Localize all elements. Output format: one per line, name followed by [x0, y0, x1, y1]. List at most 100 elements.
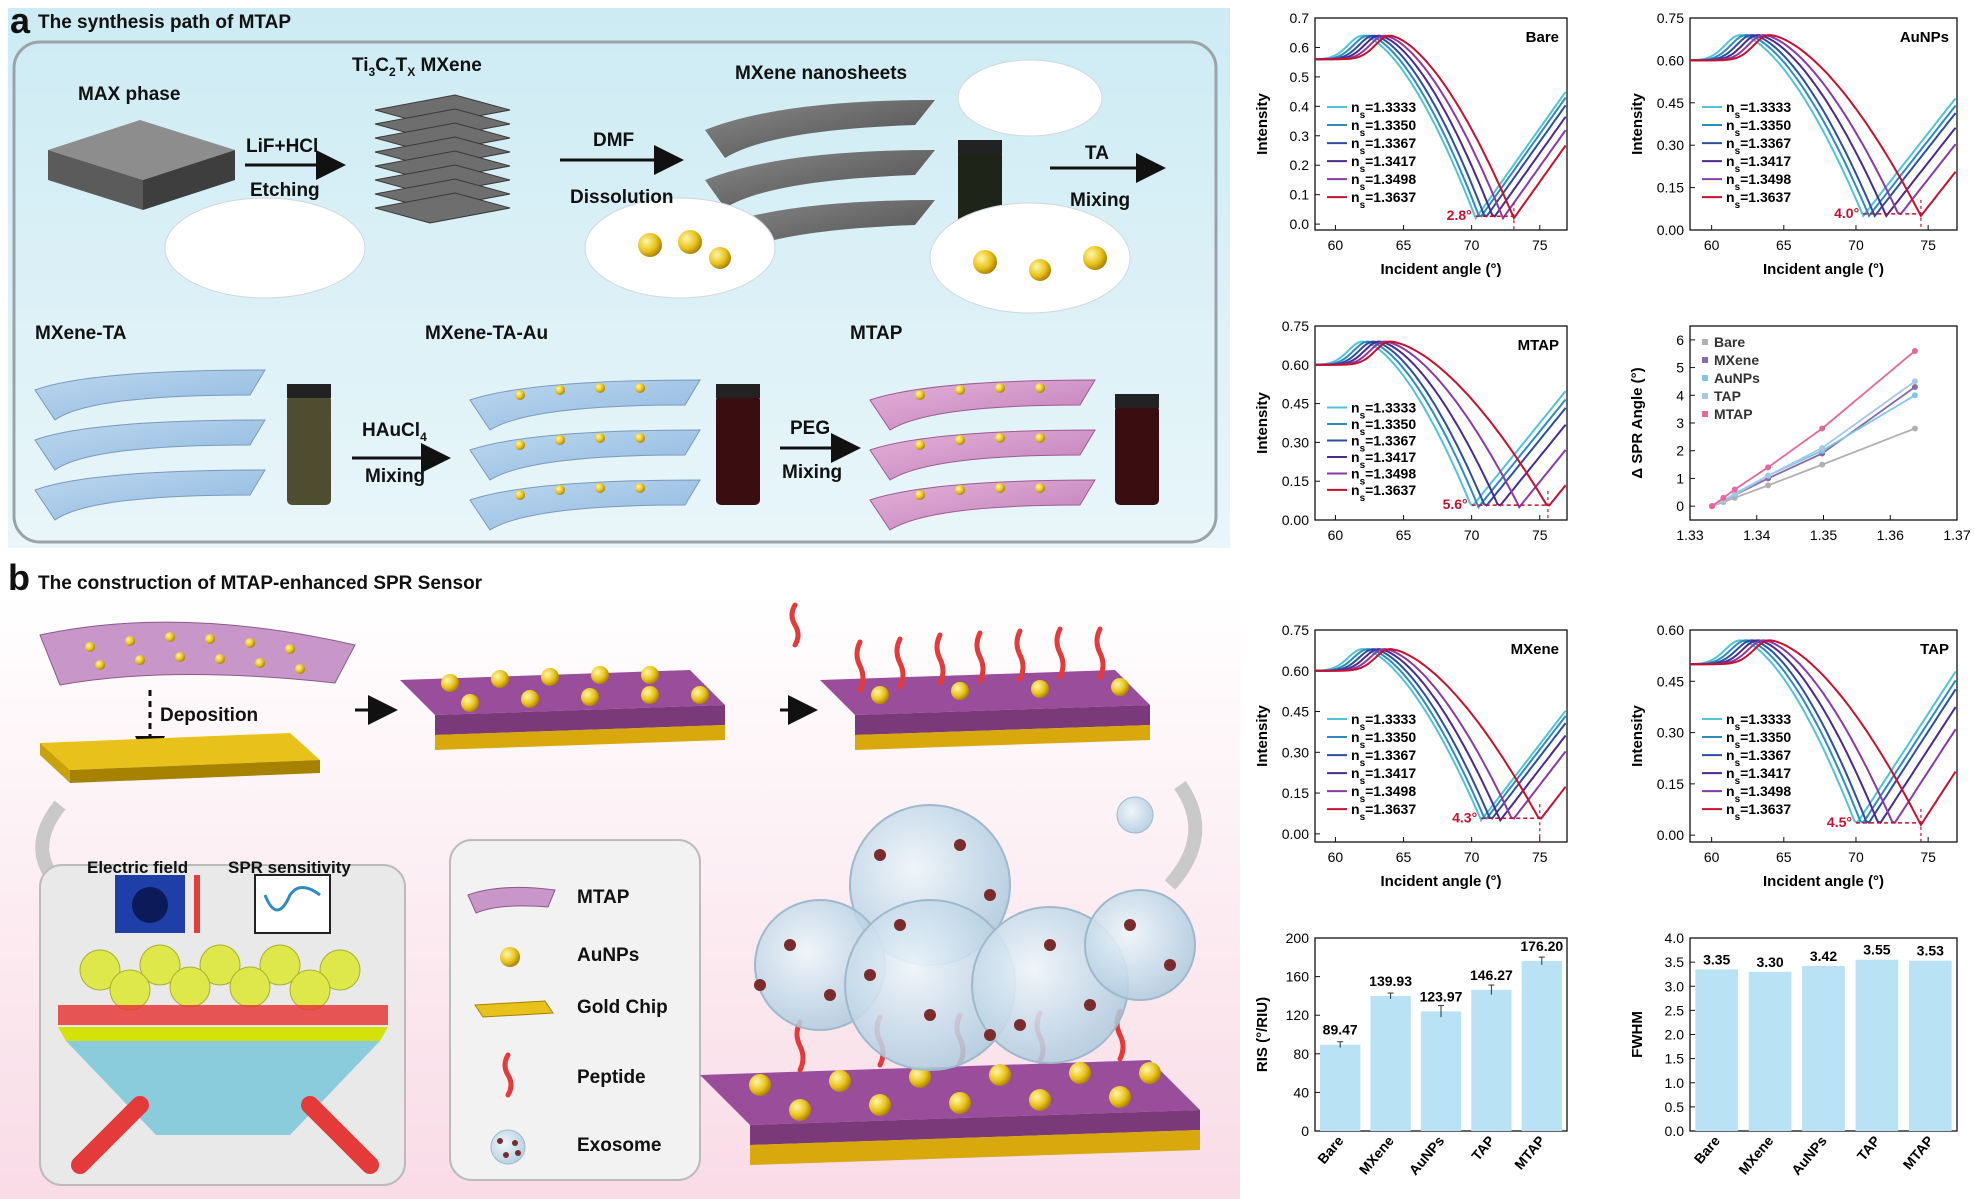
x-tick-label: 70	[1464, 237, 1480, 253]
x-tick-label: 75	[1920, 849, 1936, 865]
y-tick-label: 0.75	[1657, 10, 1684, 26]
bar	[1908, 960, 1952, 1131]
legend-entry: ns=1.3498	[1351, 171, 1416, 193]
label-mxene-nanosheets: MXene nanosheets	[735, 63, 908, 84]
label-haucl4: HAuCl4	[362, 420, 427, 444]
bar-value-label: 3.35	[1703, 951, 1730, 967]
panel-a: a The synthesis path of MTAP MAX phase T…	[0, 0, 1240, 560]
y-tick-label: 0.5	[1290, 69, 1310, 85]
series-line	[1689, 639, 1957, 825]
x-tick-label: 70	[1848, 849, 1864, 865]
x-tick-label: 70	[1848, 237, 1864, 253]
legend-exosome-icon	[490, 1129, 526, 1165]
y-tick-label: 0	[1301, 1123, 1309, 1139]
legend-entry: ns=1.3637	[1726, 801, 1791, 823]
plot-frame	[1689, 629, 1958, 843]
series-line	[1314, 340, 1567, 510]
y-tick-label: 0.15	[1657, 776, 1684, 792]
bar	[1855, 959, 1899, 1131]
x-tick-label: 65	[1396, 849, 1412, 865]
y-tick-label: 120	[1286, 1007, 1310, 1023]
x-axis-label: Incident angle (°)	[1380, 261, 1501, 278]
y-tick-label: 0.75	[1282, 318, 1309, 334]
chip-with-peptides	[820, 626, 1150, 750]
legend-entry: ns=1.3367	[1726, 135, 1791, 157]
x-tick-label: 65	[1776, 849, 1792, 865]
bar-value-label: 3.55	[1863, 942, 1890, 958]
mxene-stacked-sheets	[374, 94, 511, 224]
panel-label: TAP	[1920, 641, 1949, 658]
x-axis-label: Incident angle (°)	[1380, 873, 1501, 890]
y-tick-label: 1.5	[1665, 1051, 1685, 1067]
legend-entry: ns=1.3417	[1351, 449, 1416, 471]
y-tick-label: 0.7	[1290, 10, 1310, 26]
series-line	[1690, 639, 1957, 824]
data-point	[1731, 486, 1738, 493]
y-tick-label: 0.00	[1282, 512, 1309, 528]
bar-value-label: 139.93	[1369, 973, 1412, 989]
series-line	[1711, 386, 1916, 507]
legend-entry: ns=1.3333	[1351, 99, 1416, 121]
series-line	[1314, 648, 1567, 823]
label-mxene-ta: MXene-TA	[35, 323, 127, 344]
legend-entry: Bare	[1714, 334, 1745, 350]
y-tick-label: 4	[1676, 387, 1684, 403]
x-tick-label: 1.37	[1943, 527, 1970, 543]
x-tick-label: 75	[1532, 237, 1548, 253]
y-axis-label: FWHM	[1629, 1011, 1646, 1058]
y-tick-label: 0.15	[1657, 180, 1684, 196]
legend-entry: MXene	[1714, 352, 1759, 368]
gold-chip	[40, 733, 320, 783]
label-lif-hcl: LiF+HCl	[246, 136, 319, 157]
bar	[1802, 965, 1845, 1131]
shift-annotation-label: 4.5°	[1827, 814, 1852, 830]
legend-gold-chip-icon	[474, 1000, 554, 1018]
series-line	[1315, 648, 1567, 820]
bar-value-label: 176.20	[1520, 938, 1563, 954]
legend-entry: ns=1.3333	[1726, 99, 1791, 121]
x-tick-label: 70	[1464, 527, 1480, 543]
mxene-ta-sheets	[34, 369, 266, 521]
panel-b: b The construction of MTAP-enhanced SPR …	[0, 557, 1240, 1199]
legend-entry: ns=1.3637	[1726, 189, 1791, 211]
legend-label-gold-chip: Gold Chip	[577, 997, 668, 1018]
y-tick-label: 0.45	[1657, 95, 1684, 111]
series-line	[1314, 340, 1567, 507]
y-tick-label: 160	[1286, 969, 1310, 985]
bar-value-label: 89.47	[1323, 1022, 1358, 1038]
legend-marker	[1702, 339, 1708, 345]
data-point	[1911, 347, 1918, 354]
data-point	[1819, 425, 1826, 432]
x-tick-label: 1.35	[1810, 527, 1837, 543]
data-point	[1731, 490, 1738, 497]
y-tick-label: 3.0	[1665, 978, 1685, 994]
legend-marker	[1702, 393, 1708, 399]
y-tick-label: 1.0	[1665, 1075, 1685, 1091]
legend-label-aunps: AuNPs	[577, 945, 640, 966]
y-axis-label: RIS (°/RIU)	[1254, 997, 1271, 1072]
legend-entry: ns=1.3637	[1351, 189, 1416, 211]
x-tick-label: 65	[1396, 237, 1412, 253]
x-tick-label: 1.33	[1676, 527, 1703, 543]
bar	[1420, 1011, 1462, 1131]
series-line	[1315, 34, 1567, 218]
label-ti3c2tx-mxene: Ti3C2TX MXene	[352, 55, 482, 79]
y-tick-label: 2.0	[1665, 1027, 1685, 1043]
x-tick-label: 60	[1328, 237, 1344, 253]
label-deposition: Deposition	[160, 705, 259, 726]
curved-arrow-right	[1164, 780, 1203, 890]
y-tick-label: 2	[1676, 443, 1684, 459]
series-line	[1690, 639, 1957, 825]
y-tick-label: 0.60	[1657, 622, 1684, 638]
shift-annotation-label: 2.8°	[1447, 207, 1472, 223]
series-line	[1315, 648, 1567, 823]
series-line	[1315, 648, 1567, 820]
y-tick-label: 0.60	[1282, 663, 1309, 679]
sensor-with-exosomes	[700, 796, 1200, 1165]
